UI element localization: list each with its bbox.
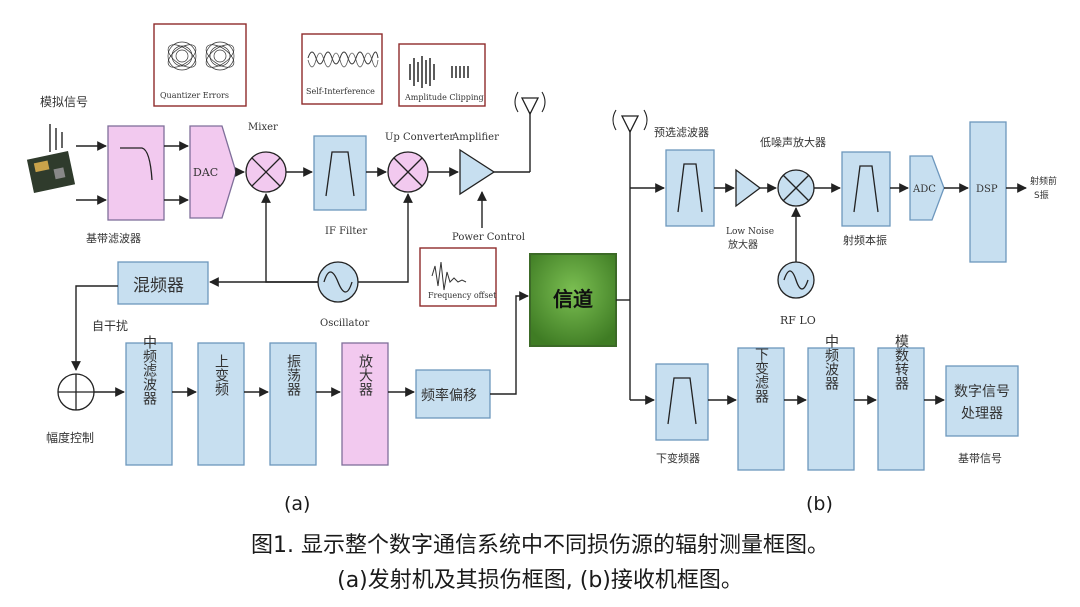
- inset-self-interference: Self-Interference: [301, 33, 383, 105]
- amplifier-label: Amplifier: [451, 132, 499, 143]
- figure-caption-line1: 图1. 显示整个数字通信系统中不同损伤源的辐射测量框图。: [251, 533, 829, 558]
- rf-lo-icon: [777, 261, 815, 299]
- dsp-label: DSP: [976, 184, 998, 195]
- lowpass-icon: [120, 147, 153, 181]
- digital-processor-line2: 处理器: [961, 406, 1003, 422]
- rx-mixer-icon: [777, 169, 815, 207]
- rf-lo-filter-block: [841, 151, 891, 227]
- baseband-filter-label: 基带滤波器: [86, 232, 141, 245]
- rx-chain-text-3: 模数转器: [893, 334, 909, 390]
- oscillator-icon: [317, 261, 359, 303]
- lna-icon: [735, 168, 762, 208]
- chain-text-1: 中频滤波器: [141, 335, 157, 405]
- bandpass-icon: [325, 151, 355, 197]
- preselect-filter-label: 预选滤波器: [654, 126, 709, 139]
- signal-board-icon: [26, 124, 76, 193]
- summing-junction-icon: [57, 373, 95, 411]
- downconverter-label: 下变频器: [656, 451, 700, 465]
- dsp-block: [969, 121, 1007, 263]
- digital-processor-block: [945, 365, 1019, 437]
- inset-freq-offset: Frequency offset: [419, 247, 497, 307]
- baseband-signal-label: 基带信号: [958, 452, 1002, 465]
- tx-antenna-icon: [514, 91, 546, 116]
- lna-en-label-2: 放大器: [728, 238, 758, 251]
- mixer-cn-label: 混频器: [133, 276, 184, 296]
- if-filter-label: IF Filter: [325, 226, 367, 237]
- inset-freq-offset-caption: Frequency offset: [428, 291, 497, 300]
- dac-label: DAC: [193, 166, 218, 179]
- amplitude-control-label: 幅度控制: [46, 430, 94, 445]
- lna-cn-label: 低噪声放大器: [760, 135, 826, 149]
- rx-chain-block-2: [807, 347, 855, 471]
- inset-self-interference-caption: Self-Interference: [306, 87, 375, 96]
- power-control-label: Power Control: [452, 232, 525, 243]
- rx-chain-text-2: 中频波器: [823, 334, 839, 390]
- up-converter-label: Up Converter: [385, 132, 454, 143]
- panel-label-b: (b): [806, 493, 833, 515]
- preselect-filter-block: [665, 149, 715, 227]
- chain-block-2: [197, 342, 245, 466]
- rx-chain-block-3: [877, 347, 925, 471]
- mixer-icon: [245, 151, 287, 193]
- freq-offset-cn-label: 频率偏移: [421, 387, 477, 404]
- rx-chain-text-1: 下变滤器: [753, 347, 769, 403]
- freq-offset-block: [415, 369, 491, 419]
- up-converter-icon: [387, 151, 429, 193]
- downconverter-block: [655, 363, 709, 441]
- inset-quantizer-caption: Quantizer Errors: [160, 91, 229, 100]
- oscillator-label: Oscillator: [320, 318, 370, 329]
- mixer-label: Mixer: [248, 122, 278, 133]
- inset-clipping-caption: Amplitude Clipping: [404, 93, 484, 102]
- adc-label: ADC: [912, 184, 936, 195]
- mixer-cn-block: [117, 261, 209, 305]
- preselect-bandpass-icon: [677, 163, 703, 213]
- chain-block-1: [125, 342, 173, 466]
- chain-block-3: [269, 342, 317, 466]
- adc-block: [909, 155, 945, 221]
- chain-text-4: 放大器: [357, 354, 373, 396]
- amplifier-icon: [459, 148, 496, 196]
- self-interference-label: 自干扰: [92, 319, 128, 333]
- figure-caption-line2: (a)发射机及其损伤框图, (b)接收机框图。: [337, 568, 743, 593]
- chain-text-3: 振荡器: [285, 354, 301, 396]
- analog-signal-label: 模拟信号: [40, 95, 88, 109]
- rx-antenna-icon: [612, 109, 648, 134]
- inset-clipping: Amplitude Clipping: [398, 43, 486, 107]
- panel-label-a: (a): [284, 493, 310, 515]
- rf-lo-label: RF LO: [780, 314, 816, 327]
- rf-bandpass-icon: [853, 165, 879, 213]
- rf-s-label-1: 射频前: [1030, 175, 1057, 187]
- inset-quantizer: Quantizer Errors: [153, 23, 247, 107]
- lna-en-label-1: Low Noise: [726, 227, 774, 237]
- rf-lo-cn-label: 射频本振: [843, 233, 887, 247]
- digital-processor-line1: 数字信号: [954, 384, 1010, 400]
- chain-text-2: 上变频: [213, 354, 229, 396]
- chain-block-4: [341, 342, 389, 466]
- if-filter-block: [313, 135, 367, 211]
- rx-chain-block-1: [737, 347, 785, 471]
- channel-label: 信道: [553, 287, 593, 311]
- dac-block: [189, 125, 237, 219]
- baseband-filter-block: [107, 125, 165, 221]
- downconv-bandpass-icon: [667, 377, 697, 425]
- channel-block: [529, 253, 617, 347]
- rf-s-label-2: S振: [1034, 189, 1049, 201]
